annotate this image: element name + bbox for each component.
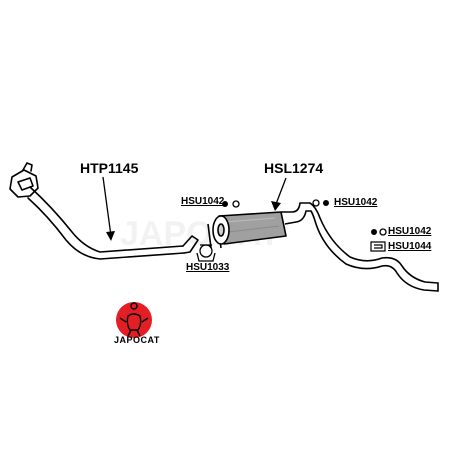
label-front-pipe: HTP1145 <box>80 160 139 176</box>
label-bracket-rear: HSU1044 <box>388 241 432 252</box>
japocat-logo <box>116 302 152 338</box>
label-silencer: HSL1274 <box>264 160 324 176</box>
logo-text: JAPOCAT <box>114 335 160 345</box>
front-pipe <box>9 162 199 260</box>
label-rubber-mount-rear: HSU1042 <box>388 226 432 237</box>
rubber-mount-rear-icon <box>371 228 387 236</box>
tail-pipe <box>309 202 439 292</box>
leader-silencer <box>275 177 287 205</box>
leader-front-pipe <box>102 176 112 237</box>
arrowhead <box>271 201 281 211</box>
arrowhead <box>106 231 115 241</box>
label-rubber-mount-right: HSU1042 <box>334 197 378 208</box>
rubber-mount-left-icon <box>222 200 240 208</box>
silencer-box <box>207 202 311 249</box>
bracket-rear-icon <box>370 241 386 252</box>
label-rubber-mount-left: HSU1042 <box>181 196 225 207</box>
label-clamp: HSU1033 <box>186 262 230 273</box>
rubber-mount-right-icon <box>312 199 329 207</box>
